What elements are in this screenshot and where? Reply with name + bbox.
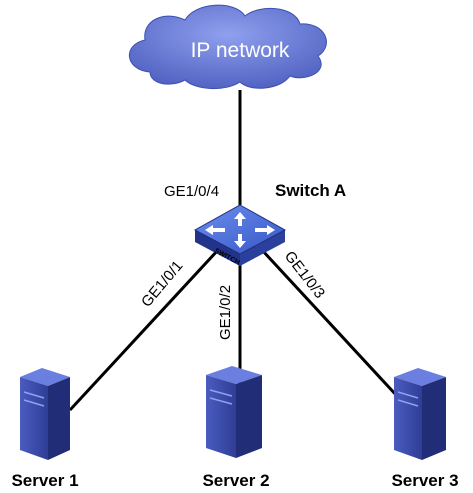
link-server-1 <box>68 248 220 412</box>
switch-icon: SWITCH <box>193 204 287 267</box>
switch-name-label: Switch A <box>275 181 346 200</box>
ip-network-cloud: IP network <box>128 4 327 89</box>
links <box>68 90 412 412</box>
server-label-2: Server 2 <box>202 471 269 490</box>
server-icon-1 <box>20 368 70 460</box>
server-icon-2 <box>206 366 262 458</box>
server-label-1: Server 1 <box>11 471 78 490</box>
link-server-3 <box>260 248 412 412</box>
server-label-3: Server 3 <box>391 471 458 490</box>
ip-network-label: IP network <box>191 39 290 62</box>
server-icon-3 <box>394 368 446 460</box>
port-label-uplink: GE1/0/4 <box>164 183 219 200</box>
port-label-p2: GE1/0/2 <box>217 285 234 340</box>
port-label-p1: GE1/0/1 <box>138 257 186 310</box>
